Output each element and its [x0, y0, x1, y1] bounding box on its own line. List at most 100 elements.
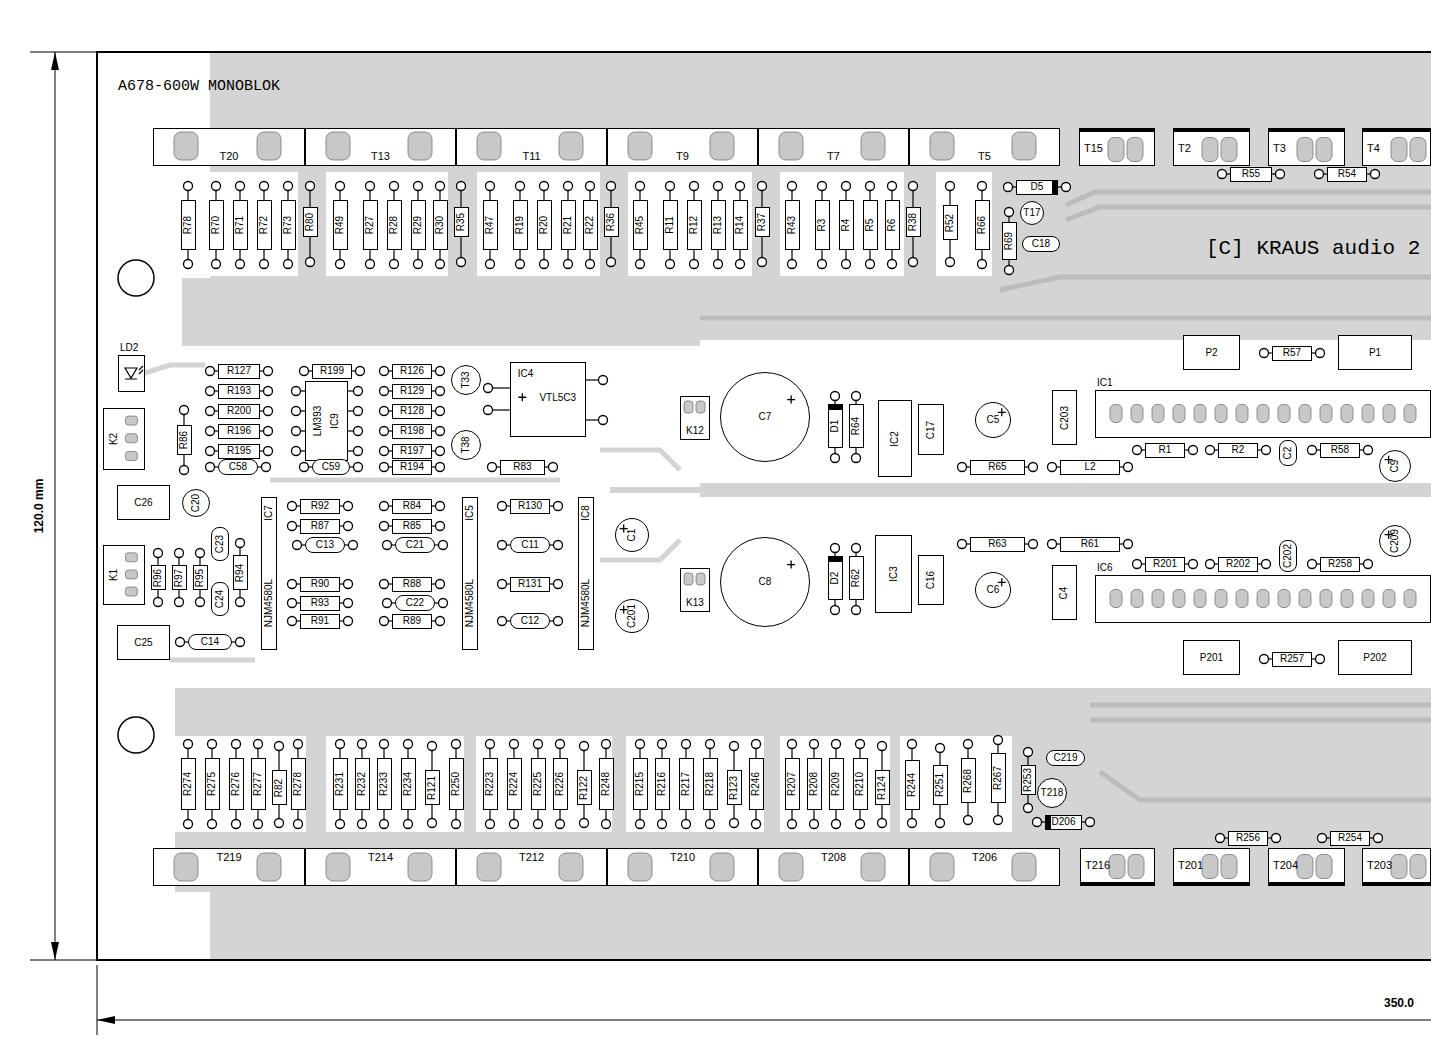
inductor-outline: L2 [1060, 460, 1120, 475]
pad-shape [1341, 590, 1353, 608]
solder-pad [978, 182, 987, 201]
transistor-outline: T216 [1080, 848, 1155, 886]
solder-pad [452, 740, 461, 759]
resistor-outline: R1 [1145, 443, 1185, 458]
part-designator: T210 [670, 852, 695, 863]
pad-ring [336, 182, 345, 191]
resistor-outline: R19 [513, 200, 528, 250]
part-designator: C25 [134, 638, 152, 648]
capacitor-outline: C203 [1052, 390, 1077, 445]
trimmer-outline: P202 [1338, 640, 1412, 675]
part-designator: R91 [311, 616, 329, 626]
solder-pad [206, 447, 219, 456]
pad-ring [556, 820, 565, 829]
pad-ring [586, 260, 595, 269]
resistor-outline: R36 [604, 207, 619, 237]
solder-pad [288, 617, 301, 626]
solder-pad [336, 810, 345, 829]
solder-pad [380, 387, 393, 396]
part-designator: R277 [253, 772, 263, 796]
ic-package: IC5NJM4580L [462, 497, 478, 650]
trace [1090, 703, 1431, 708]
solder-pad [498, 617, 511, 626]
solder-pad [1185, 446, 1198, 455]
pad-ring [516, 260, 525, 269]
solder-pad [380, 810, 389, 829]
solder-pad [414, 182, 423, 201]
solder-pad [1025, 463, 1038, 472]
part-designator: R35 [456, 213, 466, 231]
capacitor-outline: C18 [1022, 236, 1060, 252]
solder-pad [1218, 170, 1231, 179]
resistor-outline: R94 [233, 555, 248, 590]
solder-pad [206, 463, 219, 472]
pad-shape [1410, 138, 1426, 162]
pad-ring [540, 260, 549, 269]
part-designator: R4 [841, 219, 851, 232]
pad-ring [832, 740, 841, 749]
solder-pad [1315, 170, 1328, 179]
trace [700, 316, 1431, 321]
pad-ring [580, 742, 589, 751]
resistor-outline: R61 [1060, 537, 1120, 552]
transistor-outline: T38 [451, 430, 481, 460]
pad-shape [1404, 405, 1416, 423]
part-designator: R90 [311, 579, 329, 589]
pad-shape [1316, 855, 1332, 879]
capacitor-outline: C20 [182, 489, 210, 517]
pad-ring [586, 182, 595, 191]
solder-pad [586, 182, 595, 201]
capacitor-outline: C11 [510, 537, 550, 553]
part-designator: R14 [735, 216, 745, 234]
part-designator: T218 [1041, 788, 1064, 798]
resistor-outline: R225 [531, 758, 546, 810]
part-designator: R84 [403, 501, 421, 511]
resistor-outline: R122 [577, 770, 592, 805]
solder-pad [736, 250, 745, 269]
pad-ring [486, 182, 495, 191]
solder-pad [196, 549, 205, 566]
part-designator: T216 [1085, 860, 1110, 871]
part-designator: T212 [519, 852, 544, 863]
part-designator: R82 [274, 778, 284, 796]
pad-ring [730, 742, 739, 751]
trace [1090, 718, 1431, 723]
pad-ring [852, 392, 861, 401]
solder-pad [232, 638, 245, 647]
part-designator: T206 [972, 852, 997, 863]
pad-shape [1236, 405, 1248, 423]
pad-shape [1362, 590, 1374, 608]
part-designator: R193 [227, 386, 251, 396]
solder-pad [831, 448, 840, 463]
pad-ring [300, 463, 309, 472]
pad-ring [564, 182, 573, 191]
pad-ring [288, 502, 297, 511]
solder-pad [175, 549, 184, 566]
part-designator: T214 [368, 852, 393, 863]
solder-pad [818, 182, 827, 201]
diode-outline: D1 [828, 404, 843, 448]
solder-pad [580, 805, 589, 828]
part-designator: R198 [400, 426, 424, 436]
pad-shape [861, 853, 885, 881]
copper-traces [145, 365, 1431, 660]
part-designator: IC2 [890, 431, 900, 447]
solder-pad [658, 740, 667, 759]
part-designator: C201 [627, 604, 637, 628]
solder-pad [432, 522, 445, 531]
part-designator: R5 [865, 219, 875, 232]
pad-ring [436, 260, 445, 269]
cathode-band [1052, 181, 1057, 194]
pad-shape [1404, 590, 1416, 608]
pad-ring [1086, 818, 1095, 827]
pad-ring [498, 580, 507, 589]
part-designator: R62 [851, 569, 861, 587]
resistor-outline: R55 [1230, 167, 1272, 182]
resistor-outline: R210 [853, 758, 868, 810]
capacitor-outline: C21 [395, 537, 435, 553]
pad-shape [1383, 590, 1395, 608]
pad-ring [682, 820, 691, 829]
part-designator: R89 [403, 616, 421, 626]
pad-ring [1371, 170, 1380, 179]
pad-ring [206, 463, 215, 472]
